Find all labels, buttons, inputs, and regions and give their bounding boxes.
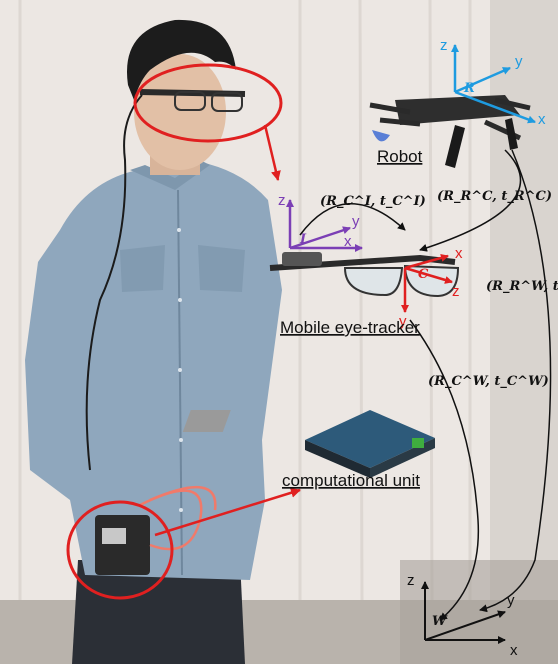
camera-frame-name: C [418, 267, 429, 282]
eye-tracker-closeup [269, 252, 460, 298]
unit-highlight-ellipse [66, 500, 174, 600]
drone-body [395, 95, 520, 125]
ethernet-cable-loop [149, 485, 217, 511]
shirt-pocket-right [198, 245, 245, 292]
world-frame: z y x W [407, 572, 518, 659]
camera-axis-z-label: z [452, 283, 460, 300]
drone-prop-guard [372, 130, 390, 142]
camera-frame: x z y C [399, 245, 463, 330]
unit-heatsink [182, 410, 231, 432]
camera-axis-x-label: x [455, 245, 463, 262]
world-axis-y [424, 610, 506, 641]
drone-arm-3 [379, 117, 421, 127]
world-frame-name: W [432, 614, 448, 629]
worn-glasses-lens-left [174, 91, 206, 111]
robot-frame-name: R [463, 81, 475, 96]
eye-tracker-cable [85, 94, 143, 471]
camera-axis-z [404, 266, 453, 284]
robot-axis-y [454, 66, 511, 94]
imu-axis-z-label: z [278, 192, 286, 209]
label-computational-unit: computational unit [282, 471, 420, 490]
world-axis-y-label: y [507, 592, 515, 609]
imu-frame: z y x I [278, 192, 363, 252]
tracker-scene-camera [282, 252, 322, 266]
label-robot: Robot [377, 147, 423, 166]
drone-leg-1 [445, 125, 465, 168]
person-pants [72, 560, 245, 664]
camera-axis-y-label: y [399, 313, 407, 330]
transform-label-robot-world: (R_R^W, t_R^W) [486, 279, 558, 294]
unit-connector [412, 438, 424, 448]
tracker-lens-right [403, 264, 460, 298]
transform-label-camera-imu: (R_C^I, t_C^I) [320, 194, 426, 209]
world-axis-x-label: x [510, 642, 518, 659]
worn-unit-chip [102, 528, 126, 544]
world-axis-z-label: z [407, 572, 415, 589]
label-eye-tracker: Mobile eye-tracker [280, 318, 420, 337]
transform-label-robot-camera: (R_R^C, t_R^C) [437, 189, 552, 204]
robot-axis-z-label: z [440, 37, 448, 54]
unit-board-top [305, 410, 435, 468]
imu-axis-y-label: y [352, 213, 360, 230]
arrow-camera-to-world [409, 319, 480, 621]
arrow-robot-to-camera [419, 149, 522, 252]
person-hair [126, 19, 236, 100]
floor-right [400, 560, 558, 664]
person [25, 19, 282, 664]
camera-axis-x [404, 254, 449, 270]
robot-frame: z y x R [440, 37, 546, 128]
imu-axis-y [289, 226, 351, 250]
shirt-buttons [177, 228, 183, 512]
robot-axis-x-label: x [538, 111, 546, 128]
robot-axis-y-label: y [515, 53, 523, 70]
computational-unit-closeup [182, 410, 435, 478]
robot-axis-x [454, 90, 536, 124]
unit-board-side [305, 440, 370, 478]
drone-leg-2 [505, 118, 518, 150]
drone-arm-1 [369, 102, 411, 115]
shirt-pocket-left [120, 245, 165, 292]
robot-drone [369, 95, 531, 168]
worn-unit-board [95, 515, 150, 575]
drone-arm-2 [494, 97, 531, 111]
glasses-highlight-ellipse [133, 63, 283, 143]
transform-label-camera-world: (R_C^W, t_C^W) [428, 374, 549, 389]
arrow-robot-to-world [479, 149, 552, 613]
imu-frame-name: I [299, 232, 307, 247]
glasses-pointer-arrow [263, 124, 281, 181]
imu-axis-x-label: x [344, 233, 352, 250]
arrow-camera-to-imu [299, 203, 406, 236]
tracker-lens-left [343, 267, 404, 297]
unit-pointer-arrow [154, 487, 301, 537]
worn-glasses-lens-right [211, 92, 243, 112]
